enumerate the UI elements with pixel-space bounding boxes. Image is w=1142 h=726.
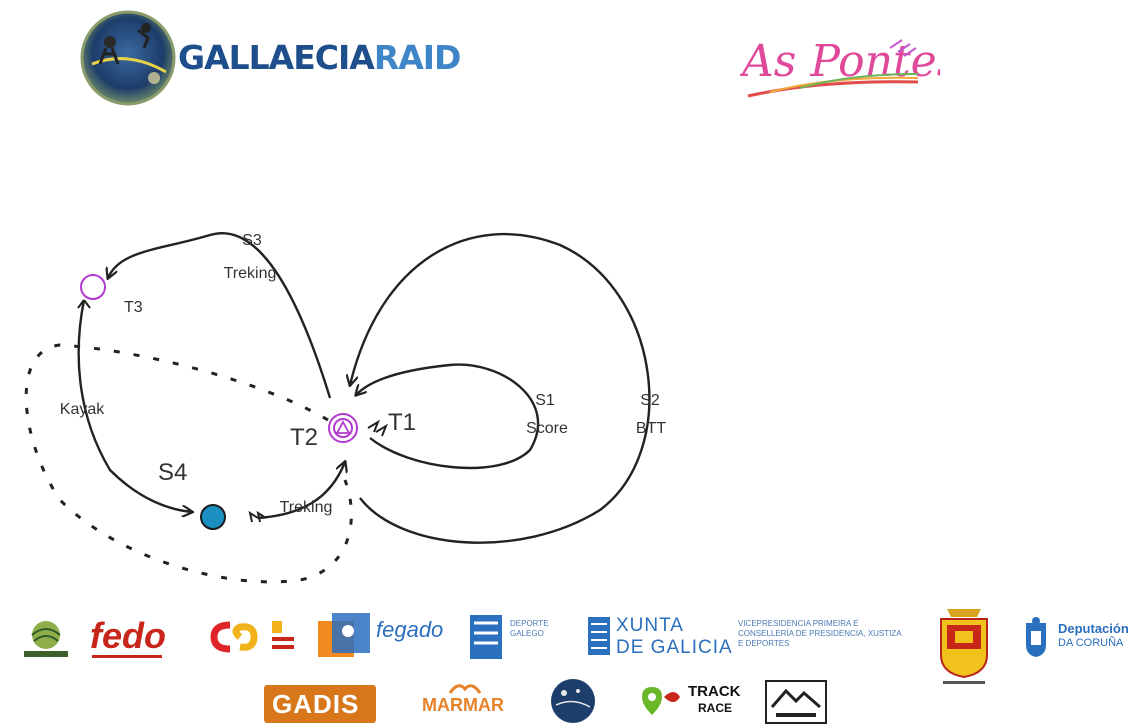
deporte-galego-text: DEPORTE GALEGO xyxy=(510,619,549,638)
track-race-pin-icon xyxy=(642,687,680,715)
diputacion-line2: DA CORUÑA xyxy=(1058,637,1124,649)
route-s2-btt-line xyxy=(350,232,651,544)
deporte-galego-flag-icon xyxy=(470,615,502,659)
town-logo-artwork: As Pontes xyxy=(738,36,959,98)
xunta-department-text: VICEPRESIDENCIA PRIMEIRA E CONSELLERÍA D… xyxy=(738,619,902,648)
node-t1-label: T1 xyxy=(388,409,416,436)
segment-s2-code: S2 xyxy=(640,392,660,409)
event-logo xyxy=(78,8,498,118)
brand-name-part1: GALLAECIA xyxy=(178,38,375,77)
xunta-line2: DE GALICIA xyxy=(616,637,733,658)
segment-final-treking-discipline: Treking xyxy=(280,499,333,516)
csd-logo xyxy=(210,621,258,653)
sponsor-logos: fedo fegado DEPORTE GALEGO XUNTA DE GALI… xyxy=(0,595,1142,726)
segment-s3-discipline: Treking xyxy=(224,265,277,282)
track-race-line1: TRACK xyxy=(688,683,741,700)
segment-s2-discipline: BTT xyxy=(636,420,666,437)
xunta-emblem-icon xyxy=(588,617,610,655)
track-race-logo: TRACK RACE xyxy=(640,681,741,725)
marmar-logo: MARMAR xyxy=(420,681,510,721)
event-brand-name: GALLAECIARAID xyxy=(178,38,462,77)
fedo-logo-text: fedo xyxy=(90,615,166,656)
diputacion-crest-icon xyxy=(1026,617,1046,657)
club-logo xyxy=(18,617,74,661)
node-t2-label: T2 xyxy=(290,424,318,451)
marmar-wave-icon xyxy=(448,684,482,694)
mountain-club-logo xyxy=(765,680,827,724)
gadis-logo-text: GADIS xyxy=(272,689,360,719)
fegado-logo-text: fegado xyxy=(376,617,444,642)
node-t3-marker xyxy=(80,274,106,300)
node-s4-marker xyxy=(200,504,226,530)
brand-name-part2: RAID xyxy=(373,38,462,77)
gallaecia-raid-small-emblem xyxy=(551,679,595,723)
segment-s1-code: S1 xyxy=(535,392,555,409)
route-s3-treking-line xyxy=(108,232,332,399)
segment-s1-discipline: Score xyxy=(526,420,568,437)
xunta-line1: XUNTA xyxy=(616,615,684,636)
event-globe-emblem xyxy=(80,10,176,106)
node-t3-label: T3 xyxy=(124,299,143,316)
route-dotted-return-line xyxy=(24,343,353,584)
route-final-treking-line xyxy=(257,462,345,520)
track-race-line2: RACE xyxy=(698,701,733,715)
diputacion-line1: Deputación xyxy=(1058,621,1129,636)
node-t1-t2-hub-marker xyxy=(328,413,358,443)
gadis-logo: GADIS xyxy=(264,685,376,723)
fedo-logo: fedo xyxy=(90,615,190,663)
town-logo: As Pontes xyxy=(738,8,959,108)
segment-s3-code: S3 xyxy=(242,232,262,249)
fegado-emblem-icon xyxy=(318,613,370,657)
route-s1-score-line xyxy=(356,363,540,470)
race-route-diagram: T3 T2 T1 S4 S3 Treking S1 Score S2 BTT K… xyxy=(24,232,666,584)
segment-kayak-discipline: Kayak xyxy=(60,401,105,418)
as-pontes-council-crest xyxy=(940,609,988,684)
government-crest-icon xyxy=(272,621,294,649)
marmar-logo-text: MARMAR xyxy=(422,695,504,715)
node-s4-label: S4 xyxy=(158,459,187,486)
